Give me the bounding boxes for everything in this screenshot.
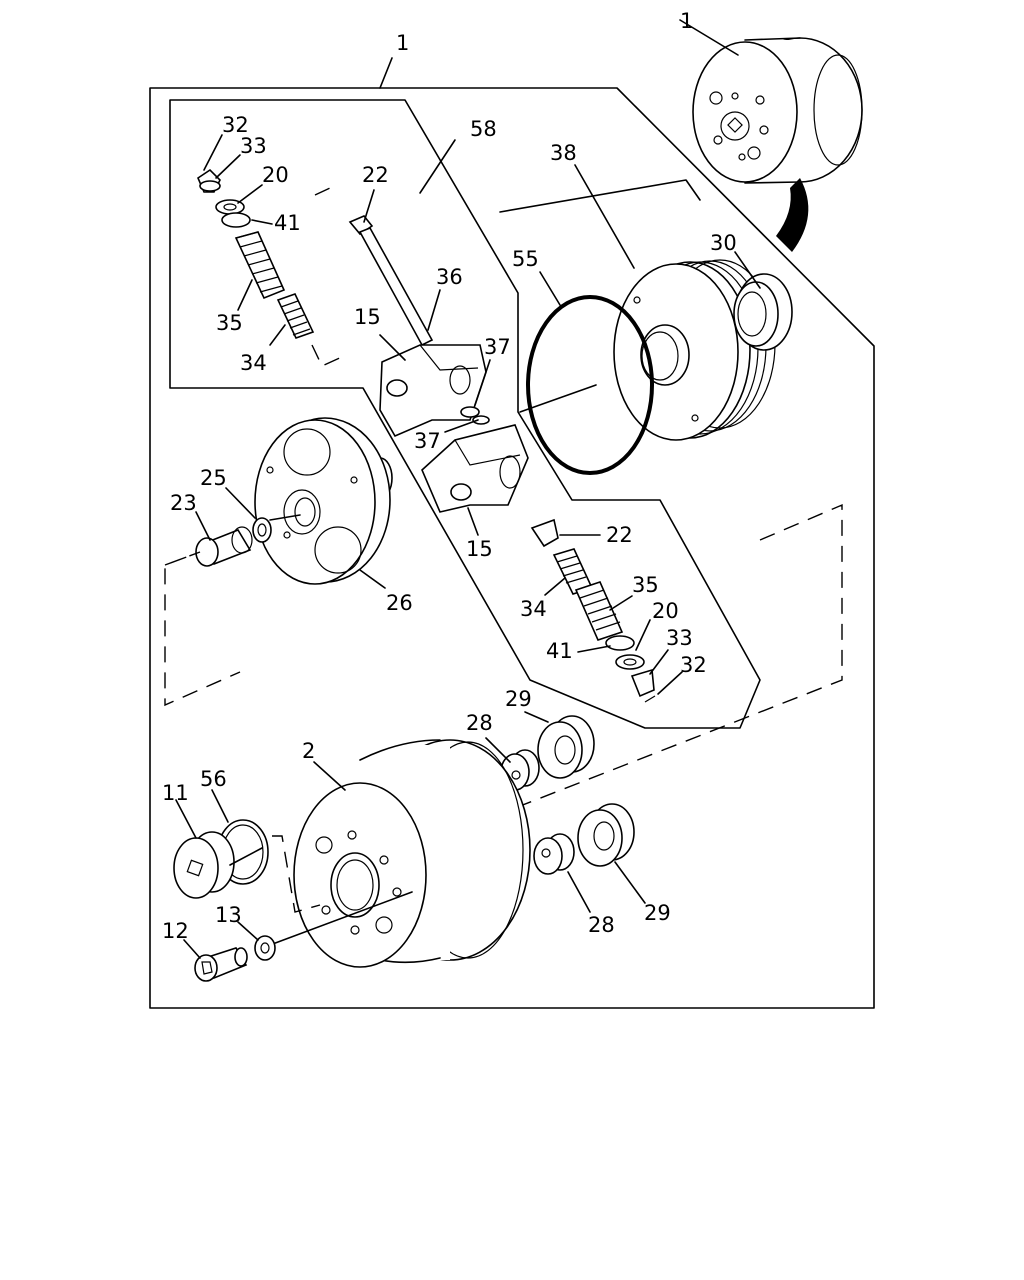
callout-20-upper: 20 — [262, 163, 289, 187]
callout-12: 12 — [162, 919, 189, 943]
callout-13: 13 — [215, 903, 242, 927]
outer-frame — [149, 87, 875, 1009]
callout-35-upper: 35 — [216, 311, 243, 335]
callout-30: 30 — [710, 231, 737, 255]
cup-29-lower — [577, 803, 635, 867]
callout-15-upper: 15 — [354, 305, 381, 329]
valve-block-15-upper — [379, 344, 487, 438]
callout-37-lower: 37 — [414, 429, 441, 453]
plug-11 — [173, 831, 235, 899]
plug-23 — [195, 526, 253, 567]
callout-33-lower: 33 — [666, 626, 693, 650]
clip-25 — [252, 517, 272, 543]
inner-frame — [169, 99, 761, 729]
callout-1-inset: 1 — [680, 9, 693, 33]
leader-lines — [175, 134, 761, 959]
callout-28-upper: 28 — [466, 711, 493, 735]
callout-33-upper: 33 — [240, 134, 267, 158]
callout-55: 55 — [512, 247, 539, 271]
callout-labels: 1 1 58 38 55 30 32 33 20 41 35 34 22 36 … — [162, 9, 737, 943]
seal-30 — [733, 273, 793, 351]
callout-38: 38 — [550, 141, 577, 165]
callout-32-lower: 32 — [680, 653, 707, 677]
callout-32-upper: 32 — [222, 113, 249, 137]
o-ring-55 — [526, 295, 654, 475]
callout-34-upper: 34 — [240, 351, 267, 375]
rod-36 — [348, 215, 434, 347]
callout-58: 58 — [470, 117, 497, 141]
valve-stack-upper — [197, 168, 345, 367]
leader-1 — [379, 57, 393, 89]
assembly-arrow-icon — [776, 178, 809, 252]
bolt-12 — [194, 947, 248, 982]
callout-26: 26 — [386, 591, 413, 615]
callout-41-lower: 41 — [546, 639, 573, 663]
valve-block-15-lower — [421, 415, 529, 513]
callout-22-lower: 22 — [606, 523, 633, 547]
callout-23: 23 — [170, 491, 197, 515]
washer-13 — [254, 935, 276, 961]
callout-37-upper: 37 — [484, 335, 511, 359]
end-plate-26 — [254, 417, 393, 585]
callout-28-lower: 28 — [588, 913, 615, 937]
callout-15-lower: 15 — [466, 537, 493, 561]
callout-1: 1 — [396, 31, 409, 55]
callout-29-lower: 29 — [644, 901, 671, 925]
callout-29-upper: 29 — [505, 687, 532, 711]
callout-25: 25 — [200, 466, 227, 490]
callout-41-upper: 41 — [274, 211, 301, 235]
callout-20-lower: 20 — [652, 599, 679, 623]
callout-35-lower: 35 — [632, 573, 659, 597]
callout-34-lower: 34 — [520, 597, 547, 621]
housing-38 — [519, 259, 776, 441]
piston-28-lower — [533, 833, 575, 875]
cup-29-upper — [537, 715, 595, 779]
pump-body-2 — [293, 739, 531, 968]
callout-11: 11 — [162, 781, 189, 805]
callout-2: 2 — [302, 739, 315, 763]
inset-pump-body — [679, 19, 863, 184]
callout-36: 36 — [436, 265, 463, 289]
callout-22-upper: 22 — [362, 163, 389, 187]
callout-56: 56 — [200, 767, 227, 791]
valve-stack-lower — [530, 518, 656, 703]
